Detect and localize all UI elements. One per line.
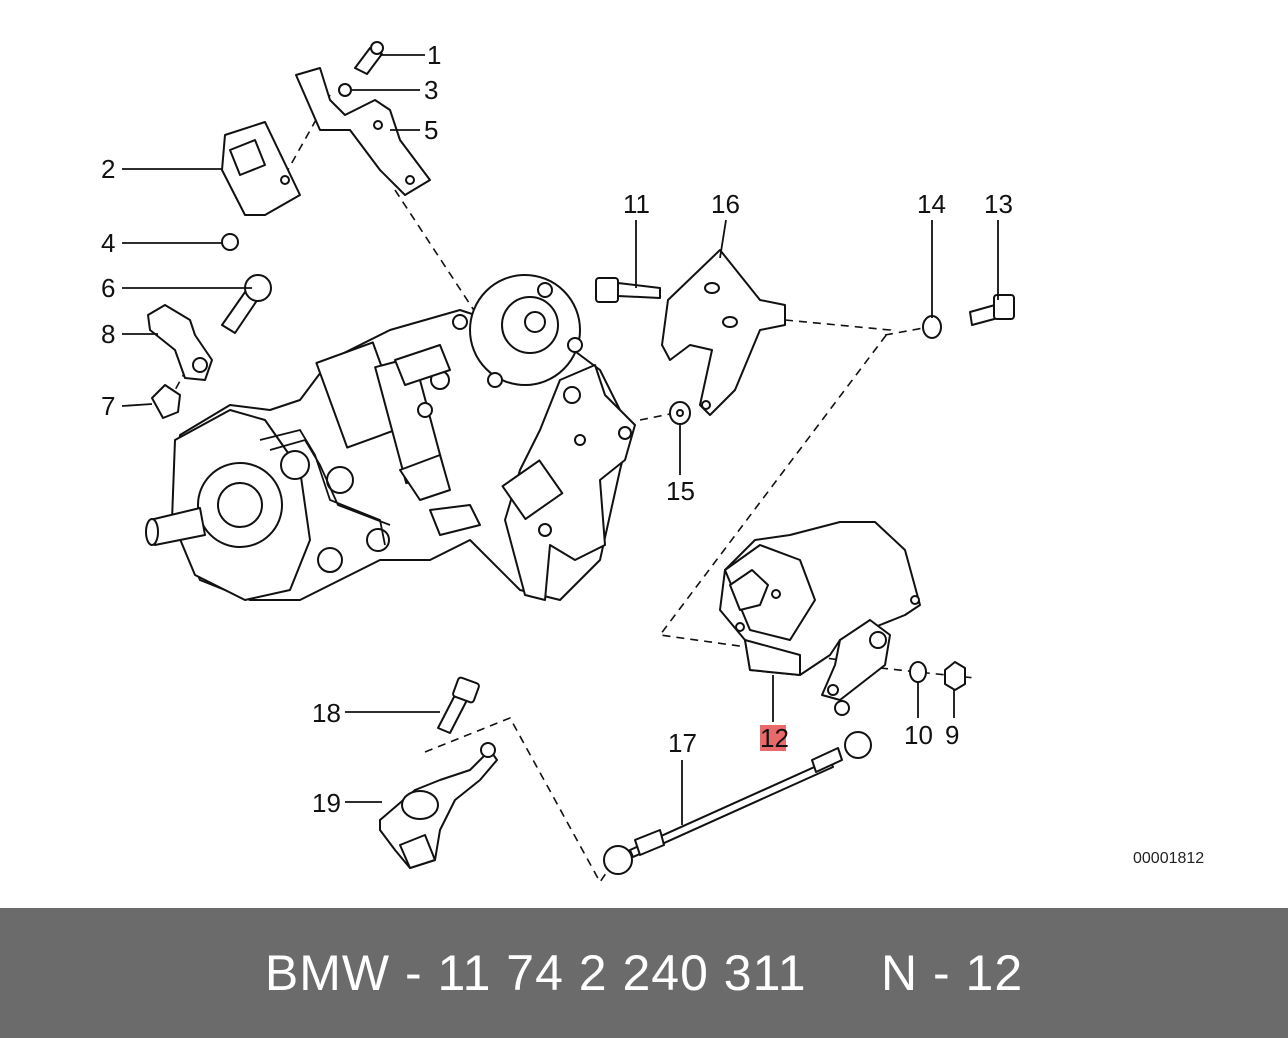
part-1-screw	[354, 41, 384, 75]
part-15-washer	[669, 401, 691, 425]
callout-labels: 1 3 5 2 4 6 8 7 11 16 14 13 15 12 10 9 1…	[101, 40, 1013, 818]
injection-pump	[145, 274, 636, 601]
diagram-canvas: 1 3 5 2 4 6 8 7 11 16 14 13 15 12 10 9 1…	[101, 40, 1204, 884]
part-7-nut	[151, 384, 181, 419]
callout-15: 15	[666, 476, 695, 506]
part-17-linkage-rod	[603, 731, 872, 875]
callout-3: 3	[424, 75, 438, 105]
footer-bar: BMW - 11 74 2 240 311 N - 12	[0, 908, 1288, 1038]
part-11-bolt	[595, 277, 661, 303]
part-5-bracket	[295, 67, 431, 196]
callout-8: 8	[101, 319, 115, 349]
part-10-washer	[909, 661, 927, 683]
callout-13: 13	[984, 189, 1013, 219]
part-8-lever	[147, 304, 213, 381]
part-18-bolt	[437, 676, 480, 734]
callout-18: 18	[312, 698, 341, 728]
callout-9: 9	[945, 720, 959, 750]
part-19-lever	[379, 742, 498, 869]
callout-7: 7	[101, 391, 115, 421]
part-2-switch	[221, 121, 301, 216]
part-4-nut	[221, 233, 239, 251]
callout-17: 17	[668, 728, 697, 758]
leader-lines	[121, 54, 999, 825]
callout-12: 12	[760, 723, 789, 753]
diagram-reference-code: 00001812	[1133, 850, 1204, 867]
callout-16: 16	[711, 189, 740, 219]
callout-1: 1	[427, 40, 441, 70]
part-12-sensor	[719, 521, 921, 716]
footer-part-number: BMW - 11 74 2 240 311 N - 12	[264, 945, 1024, 1001]
part-3-washer	[338, 83, 352, 97]
part-13-bolt	[969, 294, 1015, 326]
callout-19: 19	[312, 788, 341, 818]
callout-2: 2	[101, 154, 115, 184]
callout-10: 10	[904, 720, 933, 750]
callout-6: 6	[101, 273, 115, 303]
callout-14: 14	[917, 189, 946, 219]
callout-11: 11	[623, 189, 650, 219]
part-14-washer	[922, 315, 942, 339]
part-16-bracket	[661, 249, 786, 416]
part-6-bolt	[221, 274, 272, 334]
callout-5: 5	[424, 115, 438, 145]
callout-4: 4	[101, 228, 115, 258]
exploded-parts-diagram: 1 3 5 2 4 6 8 7 11 16 14 13 15 12 10 9 1…	[101, 40, 1205, 884]
callout-12-highlight	[760, 725, 786, 751]
part-9-nut	[944, 661, 966, 691]
